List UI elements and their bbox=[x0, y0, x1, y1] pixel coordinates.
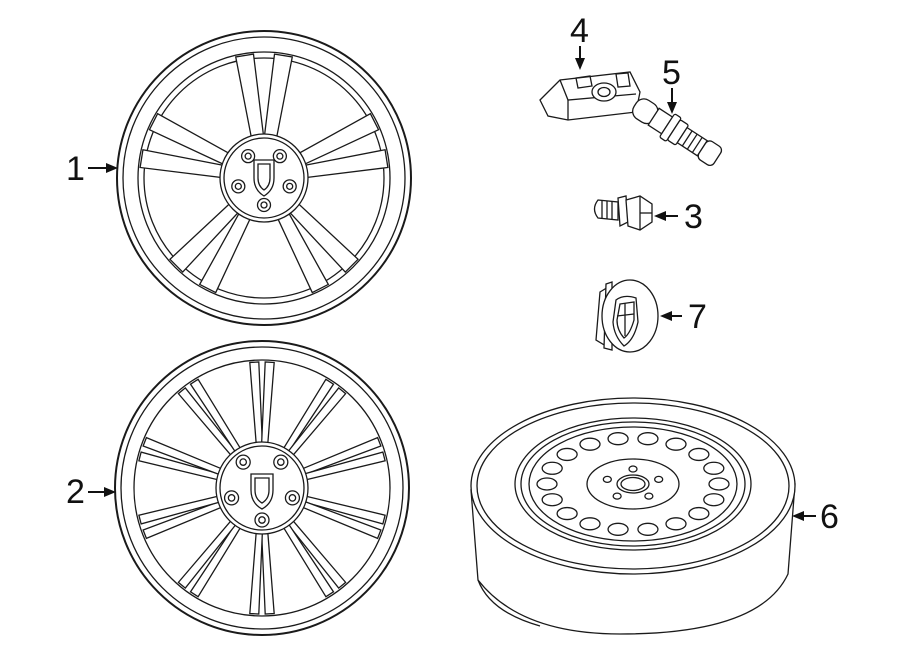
lug-hole bbox=[602, 475, 612, 484]
lug-hole bbox=[223, 490, 240, 506]
alloy-wheel-ten-spoke[interactable] bbox=[114, 340, 410, 636]
callout-4-number: 4 bbox=[570, 12, 589, 50]
alloy-wheel-five-spoke[interactable] bbox=[116, 30, 412, 326]
lug-hole bbox=[272, 149, 288, 164]
callout-7-number: 7 bbox=[688, 298, 707, 336]
callout-2: 2 bbox=[66, 473, 116, 511]
lug-hole bbox=[235, 454, 251, 470]
vent-hole bbox=[556, 447, 578, 462]
lug-hole-inner bbox=[244, 152, 252, 160]
vent-hole bbox=[665, 517, 687, 531]
vent-hole bbox=[541, 493, 563, 507]
lug-hole bbox=[282, 179, 297, 194]
vent-hole bbox=[637, 522, 659, 536]
valve-stem[interactable] bbox=[628, 93, 725, 170]
lug-hole bbox=[628, 465, 638, 473]
callout-7: 7 bbox=[660, 298, 707, 336]
wheel-spoke bbox=[249, 361, 264, 449]
callout-4: 4 bbox=[570, 12, 589, 70]
lug-hole bbox=[654, 475, 664, 484]
callout-6: 6 bbox=[792, 498, 839, 536]
lug-hole-inner bbox=[286, 182, 294, 190]
vent-hole bbox=[556, 506, 578, 521]
vent-hole bbox=[536, 477, 558, 491]
vent-hole bbox=[541, 461, 563, 475]
vent-hole bbox=[665, 437, 687, 451]
vent-hole bbox=[703, 493, 725, 507]
vent-hole bbox=[708, 477, 730, 491]
callout-5-number: 5 bbox=[662, 54, 681, 92]
lug-hole bbox=[231, 179, 246, 194]
vent-hole bbox=[579, 437, 601, 451]
lug-hole-inner bbox=[260, 201, 268, 209]
vent-hole bbox=[607, 432, 629, 446]
vent-hole bbox=[637, 432, 659, 446]
wheel-lug-bolt[interactable] bbox=[593, 195, 653, 231]
tire-pressure-sensor[interactable] bbox=[539, 71, 641, 121]
vent-hole bbox=[688, 447, 710, 462]
wheel-spoke bbox=[249, 527, 264, 615]
callout-3-number: 3 bbox=[684, 198, 703, 236]
lug-hole-inner bbox=[227, 494, 236, 502]
vent-hole bbox=[607, 522, 629, 536]
callout-5: 5 bbox=[662, 54, 681, 114]
wheel-center-cap[interactable] bbox=[595, 279, 659, 353]
callout-1: 1 bbox=[66, 150, 118, 188]
lug-hole bbox=[240, 149, 256, 164]
vent-hole bbox=[688, 506, 710, 521]
wheel-spoke bbox=[263, 53, 294, 143]
vent-hole bbox=[703, 461, 725, 475]
lug-hole-inner bbox=[276, 458, 285, 466]
lug-hole bbox=[254, 512, 270, 528]
lug-hole bbox=[284, 490, 301, 506]
lug-hole bbox=[256, 197, 272, 213]
lug-hole-inner bbox=[239, 458, 248, 466]
lug-hole bbox=[612, 492, 622, 500]
callout-2-number: 2 bbox=[66, 473, 85, 511]
lug-hole-inner bbox=[276, 152, 284, 160]
lug-hole bbox=[273, 454, 289, 470]
wheel-spoke bbox=[260, 361, 275, 449]
spare-tire-steel-wheel[interactable] bbox=[470, 397, 796, 635]
vent-hole bbox=[579, 517, 601, 531]
callout-6-number: 6 bbox=[820, 498, 839, 536]
wheel-spoke bbox=[260, 527, 275, 615]
lug-hole-inner bbox=[288, 494, 297, 502]
wheel-spoke bbox=[234, 53, 265, 143]
lug-hole bbox=[644, 492, 654, 500]
lug-hole-inner bbox=[258, 516, 266, 524]
lug-hole-inner bbox=[234, 182, 242, 190]
callout-1-number: 1 bbox=[66, 150, 85, 188]
callout-3: 3 bbox=[654, 198, 703, 236]
